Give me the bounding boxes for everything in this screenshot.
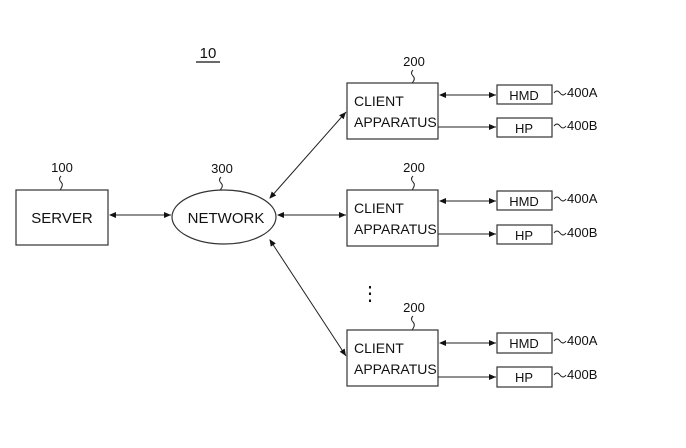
network-ellipse [171, 189, 277, 245]
network-client3-link [269, 239, 347, 357]
hmd-label: HMD [509, 194, 539, 209]
network-ref-squiggle [219, 176, 223, 191]
client-label-line1: CLIENT [354, 200, 404, 216]
hmd-box [496, 332, 553, 354]
hp-box [496, 224, 553, 245]
hmd-label: HMD [509, 88, 539, 103]
hp-ref: 400B [567, 118, 597, 133]
client-label-line2: APPARATUS [354, 361, 437, 377]
hmd-box [496, 190, 553, 211]
hmd-ref: 400A [567, 333, 598, 348]
network-label: NETWORK [188, 210, 265, 227]
client-group-3: 200 CLIENT APPARATUS HMD HP 400A 400B [346, 300, 598, 388]
hmd-ref-squiggle [553, 338, 567, 344]
hmd-ref: 400A [567, 85, 598, 100]
hmd-ref-squiggle [553, 90, 567, 96]
hmd-label: HMD [509, 336, 539, 351]
client-box [346, 82, 439, 140]
network-node: 300 NETWORK [171, 161, 277, 245]
hp-label: HP [515, 370, 533, 385]
server-box [15, 189, 109, 246]
hp-label: HP [515, 121, 533, 136]
hp-box [496, 117, 553, 138]
client-ref: 200 [403, 160, 425, 175]
figure-number: 10 [200, 45, 217, 62]
client-label-line1: CLIENT [354, 93, 404, 109]
hmd-ref: 400A [567, 191, 598, 206]
server-ref-squiggle [59, 175, 63, 191]
client-label-line2: APPARATUS [354, 114, 437, 130]
hp-ref-squiggle [553, 372, 567, 378]
hp-box [496, 366, 553, 388]
client-label-line1: CLIENT [354, 340, 404, 356]
client-ref-squiggle [411, 175, 415, 191]
client-ref-squiggle [411, 315, 415, 331]
server-node: 100 SERVER [15, 160, 109, 246]
hmd-ref-squiggle [553, 196, 567, 202]
client-group-1: 200 CLIENT APPARATUS HMD HP 400A 400B [346, 54, 598, 140]
hp-ref-squiggle [553, 123, 567, 129]
server-label: SERVER [31, 210, 93, 227]
hp-ref-squiggle [553, 230, 567, 236]
hp-ref: 400B [567, 225, 597, 240]
client-box [346, 189, 439, 247]
client-ref: 200 [403, 54, 425, 69]
client-group-2: 200 CLIENT APPARATUS HMD HP 400A 400B [346, 160, 598, 247]
more-clients-ellipsis: ⋮ [360, 283, 380, 305]
hp-ref: 400B [567, 367, 597, 382]
client-ref-squiggle [411, 69, 415, 84]
client-ref: 200 [403, 300, 425, 315]
server-ref: 100 [51, 160, 73, 175]
network-ref: 300 [211, 161, 233, 176]
hp-label: HP [515, 228, 533, 243]
client-box [346, 329, 439, 387]
hmd-box [496, 84, 553, 105]
client-label-line2: APPARATUS [354, 221, 437, 237]
network-client1-link [269, 111, 347, 199]
